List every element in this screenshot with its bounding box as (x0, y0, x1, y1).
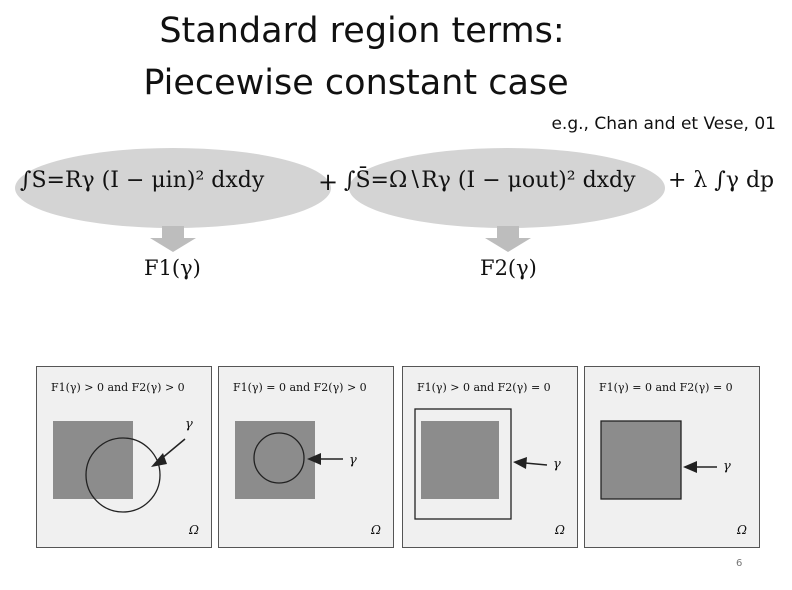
arrow-head (513, 457, 527, 469)
panel-3-caption: F1(γ) > 0 and F2(γ) = 0 (417, 381, 551, 394)
panel-1: F1(γ) > 0 and F2(γ) > 0 γ Ω (36, 366, 212, 548)
ellipse-outside-term (349, 148, 665, 228)
region-square (421, 421, 499, 499)
equation-term-inside: ∫S=Rγ (I − μin)² dxdy (20, 168, 265, 193)
arrow-head (307, 453, 321, 465)
panel-3-gamma: γ (553, 457, 561, 472)
arrow-shaft-f2 (497, 226, 519, 240)
equation-term-outside: ∫S̄=Ω∖Rγ (I − μout)² dxdy (344, 168, 636, 193)
arrow-head-f2 (485, 238, 531, 252)
curve-gamma (414, 408, 512, 520)
region-square (600, 420, 682, 500)
panel-3: F1(γ) > 0 and F2(γ) = 0 γ Ω (402, 366, 578, 548)
page-number: 6 (736, 558, 743, 569)
arrow-head (683, 461, 697, 473)
ellipse-inside-term (15, 148, 331, 228)
label-f1: F1(γ) (144, 256, 201, 280)
citation: e.g., Chan and et Vese, 01 (551, 114, 776, 134)
slide-title-line-1: Standard region terms: (159, 11, 565, 51)
arrow-head-f1 (150, 238, 196, 252)
curve-gamma (253, 432, 305, 484)
arrow-line (160, 438, 186, 460)
panel-2-gamma: γ (349, 453, 357, 468)
panel-2-caption: F1(γ) = 0 and F2(γ) > 0 (233, 381, 367, 394)
figure-panels: F1(γ) > 0 and F2(γ) > 0 γ Ω F1(γ) = 0 an… (36, 366, 760, 548)
panel-2-omega: Ω (371, 523, 381, 537)
arrow-line (524, 462, 548, 466)
panel-3-omega: Ω (555, 523, 565, 537)
panel-4-caption: F1(γ) = 0 and F2(γ) = 0 (599, 381, 733, 394)
energy-equation: ∫S=Rγ (I − μin)² dxdy + ∫S̄=Ω∖Rγ (I − μo… (0, 148, 792, 252)
panel-1-caption: F1(γ) > 0 and F2(γ) > 0 (51, 381, 185, 394)
arrow-shaft-f1 (162, 226, 184, 240)
panel-4: F1(γ) = 0 and F2(γ) = 0 γ Ω (584, 366, 760, 548)
arrow-head (151, 453, 167, 467)
panel-4-gamma: γ (723, 459, 731, 474)
label-f2: F2(γ) (480, 256, 537, 280)
equation-term-length: + λ ∫γ dp (668, 168, 775, 193)
curve-gamma (85, 437, 161, 513)
panel-1-gamma: γ (185, 417, 193, 432)
equation-plus: + (318, 168, 339, 196)
panel-2: F1(γ) = 0 and F2(γ) > 0 γ Ω (218, 366, 394, 548)
region-square (53, 421, 133, 499)
panel-4-omega: Ω (737, 523, 747, 537)
region-square (235, 421, 315, 499)
panel-1-omega: Ω (189, 523, 199, 537)
slide-title-line-2: Piecewise constant case (143, 63, 569, 103)
